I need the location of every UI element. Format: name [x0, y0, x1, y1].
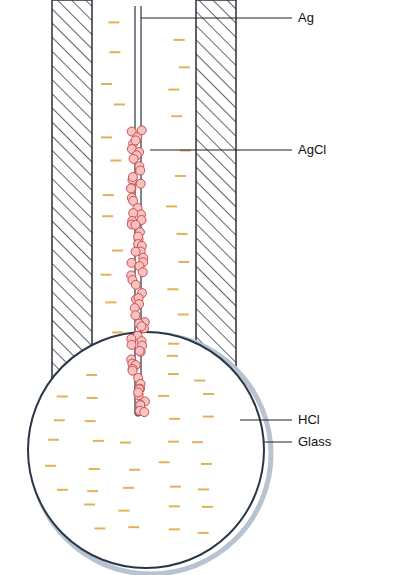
electrolyte-dash — [202, 506, 213, 508]
electrolyte-dash — [118, 510, 129, 512]
leader-line — [240, 420, 292, 421]
electrolyte-dash — [48, 439, 59, 441]
electrolyte-dash — [194, 380, 205, 382]
agcl-bead — [136, 179, 145, 188]
agcl-bead — [136, 166, 145, 175]
agcl-bead — [134, 388, 143, 397]
electrolyte-dash — [169, 418, 180, 420]
electrolyte-dash — [114, 103, 125, 105]
part-label: HCl — [296, 412, 322, 428]
electrolyte-dash — [169, 528, 180, 530]
agcl-bead — [127, 184, 136, 193]
glass-bulb — [28, 332, 264, 568]
part-label: Ag — [296, 10, 316, 26]
electrolyte-dash — [57, 395, 68, 397]
electrolyte-dash — [158, 395, 169, 397]
electrolyte-dash — [168, 343, 179, 345]
electrolyte-dash — [198, 532, 209, 534]
electrolyte-dash — [169, 505, 180, 507]
agcl-bead — [129, 154, 138, 163]
electrolyte-dash — [167, 288, 178, 290]
tube-wall — [52, 0, 92, 400]
electrolyte-dash — [87, 397, 98, 399]
electrolyte-dash — [103, 194, 114, 196]
electrolyte-dashes — [45, 22, 214, 533]
leader-line — [264, 442, 292, 443]
agcl-bead — [131, 311, 140, 320]
electrolyte-dash — [203, 416, 214, 418]
agcl-bead — [138, 268, 147, 277]
agcl-bead — [131, 247, 140, 256]
electrolyte-dash — [168, 441, 179, 443]
electrolyte-dash — [179, 66, 190, 68]
electrolyte-dash — [123, 487, 134, 489]
electrolyte-dash — [110, 160, 121, 162]
electrolyte-dash — [94, 527, 105, 529]
tube-wall — [196, 0, 236, 400]
electrolyte-dash — [129, 469, 140, 471]
electrolyte-dash — [105, 301, 116, 303]
electrolyte-dash — [167, 355, 178, 357]
agcl-coating — [127, 126, 150, 417]
leader-line — [150, 150, 292, 151]
leader-lines — [141, 18, 292, 442]
electrolyte-dash — [89, 468, 100, 470]
agcl-bead — [127, 340, 136, 349]
electrolyte-dash — [170, 486, 181, 488]
electrolyte-dash — [84, 503, 95, 505]
electrolyte-dash — [120, 442, 131, 444]
electrolyte-dash — [108, 21, 119, 23]
electrolyte-dash — [198, 488, 209, 490]
electrolyte-dash — [101, 83, 112, 85]
electrolyte-dash — [178, 261, 189, 263]
electrolyte-dash — [112, 331, 123, 333]
agcl-bead — [135, 346, 144, 355]
electrolyte-dash — [168, 373, 179, 375]
electrolyte-dash — [54, 419, 65, 421]
electrolyte-dash — [109, 51, 120, 53]
leader-line — [141, 18, 292, 19]
electrolyte-dash — [174, 39, 185, 41]
electrolyte-dash — [201, 463, 212, 465]
electrolyte-dash — [203, 393, 214, 395]
electrolyte-dash — [101, 136, 112, 138]
electrolyte-dash — [112, 250, 123, 252]
agcl-bead — [127, 184, 136, 193]
electrolyte-dash — [86, 374, 97, 376]
agcl-bead — [128, 173, 137, 182]
electrolyte-dash — [176, 233, 187, 235]
electrolyte-dash — [102, 215, 113, 217]
electrolyte-dash — [192, 441, 203, 443]
electrolyte-dash — [175, 175, 186, 177]
electrolyte-dash — [93, 440, 104, 442]
electrolyte-dash — [128, 526, 139, 528]
part-label: AgCl — [296, 142, 328, 158]
electrolyte-dash — [87, 490, 98, 492]
electrolyte-dash — [171, 115, 182, 117]
electrolyte-dash — [57, 489, 68, 491]
agcl-bead — [131, 280, 140, 289]
agcl-bead — [131, 136, 140, 145]
electrolyte-dash — [45, 465, 56, 467]
part-label: Glass — [296, 434, 333, 450]
electrolyte-dash — [85, 420, 96, 422]
electrolyte-dash — [159, 461, 170, 463]
agcl-bead — [137, 322, 146, 331]
electrolyte-dash — [101, 274, 112, 276]
electrolyte-dash — [168, 89, 179, 91]
agcl-bead — [140, 408, 149, 417]
electrolyte-dash — [178, 314, 189, 316]
electrolyte-dash — [166, 205, 177, 207]
